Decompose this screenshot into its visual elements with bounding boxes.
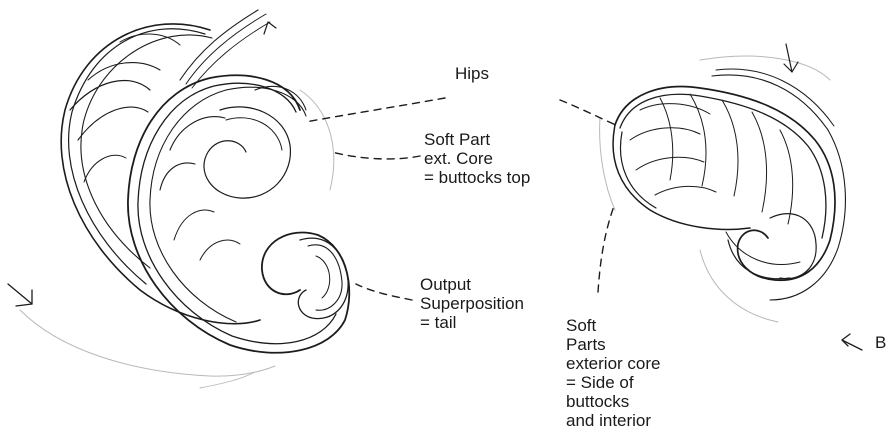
- label-line: = Side of: [566, 373, 660, 392]
- label-line: Soft Part: [424, 130, 530, 149]
- leader-hips-right: [560, 100, 618, 126]
- label-line: and interior: [566, 411, 660, 430]
- leader-output: [356, 284, 412, 300]
- label-hips: Hips: [455, 64, 489, 83]
- label-line: ext. Core: [424, 149, 530, 168]
- leader-soft-parts: [598, 206, 614, 292]
- label-soft-parts: Soft Parts exterior core = Side of butto…: [566, 316, 660, 430]
- label-line: Soft: [566, 316, 660, 335]
- label-b-text: B: [875, 333, 886, 352]
- label-line: Superposition: [420, 294, 524, 313]
- label-line: = buttocks top: [424, 168, 530, 187]
- left-spiral-sketch: [8, 10, 349, 388]
- leader-soft-part: [332, 152, 420, 159]
- label-hips-text: Hips: [455, 64, 489, 83]
- label-output-superposition: Output Superposition = tail: [420, 275, 524, 332]
- right-spiral-sketch: [600, 44, 862, 350]
- label-line: exterior core: [566, 354, 660, 373]
- label-line: = tail: [420, 313, 524, 332]
- label-line: Parts: [566, 335, 660, 354]
- label-line: buttocks: [566, 392, 660, 411]
- label-soft-part: Soft Part ext. Core = buttocks top: [424, 130, 530, 187]
- leader-hips-left: [305, 98, 445, 122]
- label-line: Output: [420, 275, 524, 294]
- label-b: B: [875, 333, 886, 352]
